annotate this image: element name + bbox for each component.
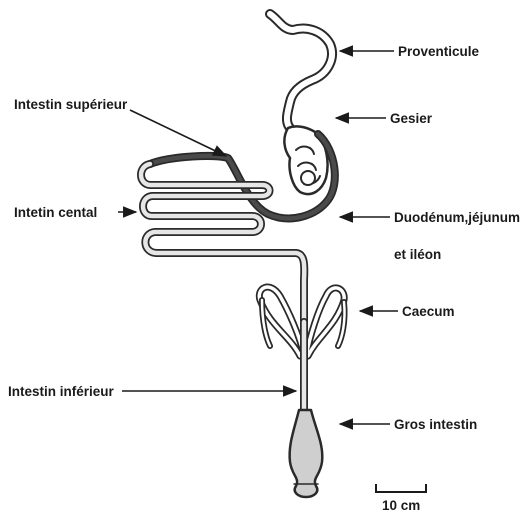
label-caecum: Caecum	[402, 304, 455, 319]
label-duodenum-line1: Duodénum,jéjunum	[394, 210, 520, 225]
label-duodenum-line2: et iléon	[394, 247, 441, 262]
large-intestine-shape	[290, 410, 323, 497]
digestive-tract	[141, 14, 345, 497]
pointer-arrows	[118, 51, 398, 424]
labels: Proventicule Gesier Intestin supérieur I…	[8, 44, 520, 432]
proventriculus-shape	[270, 14, 332, 128]
arrow-intestin-superieur	[130, 110, 226, 156]
label-intestin-inferieur: Intestin inférieur	[8, 384, 115, 399]
scale-bar: 10 cm	[376, 484, 426, 513]
scale-bar-label: 10 cm	[382, 498, 420, 513]
label-gros-intestin: Gros intestin	[394, 417, 477, 432]
label-intestin-central: Intetin cental	[14, 205, 97, 220]
label-intestin-superieur: Intestin supérieur	[14, 97, 128, 112]
label-gesier: Gesier	[390, 111, 433, 126]
label-proventricule: Proventicule	[398, 44, 480, 59]
